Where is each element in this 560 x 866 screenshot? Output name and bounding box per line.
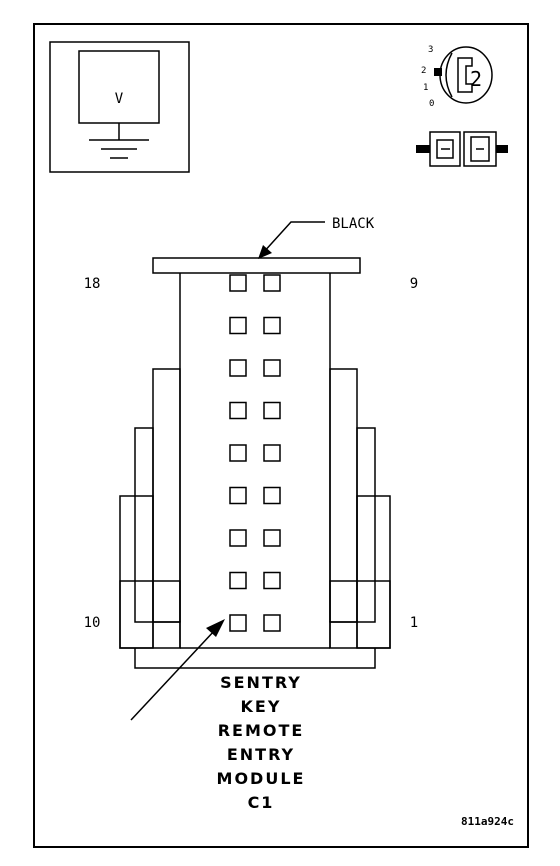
- pin-cavity: [263, 274, 281, 292]
- title-line-1: SENTRY: [220, 673, 302, 692]
- pin-cavity: [229, 316, 247, 335]
- ignition-pos-2: 2: [421, 66, 426, 76]
- ignition-pos-0: 0: [429, 99, 434, 109]
- pin-cavity: [229, 274, 247, 292]
- ignition-pos-3: 3: [428, 45, 433, 55]
- title-line-2: KEY: [241, 697, 282, 716]
- color-leader-arrow: [258, 221, 325, 259]
- pin-cavity: [229, 529, 247, 547]
- ignition-pos-1: 1: [423, 83, 428, 93]
- pin-cavity: [229, 486, 247, 505]
- pin-cavity: [263, 529, 281, 547]
- pin-cavity: [229, 359, 247, 377]
- page-border: [33, 23, 529, 848]
- ignition-switch-icon: [434, 46, 493, 104]
- pin-cavity: [263, 401, 281, 420]
- pin-cavity: [263, 571, 281, 590]
- pin-cavity: [263, 614, 281, 632]
- connector-body: [119, 257, 391, 669]
- pin-cavity: [263, 359, 281, 377]
- pin-cavity: [229, 614, 247, 632]
- pin-label-bottom-left: 10: [84, 615, 101, 631]
- pin-cavity: [229, 571, 247, 590]
- pin-label-top-right: 9: [410, 276, 418, 292]
- title-line-4: ENTRY: [227, 745, 295, 764]
- ignition-knob-number: 2: [470, 67, 482, 91]
- pin-label-bottom-right: 1: [410, 615, 418, 631]
- voltmeter-ground-icon: [49, 41, 190, 173]
- pin-cavity: [229, 401, 247, 420]
- pin-cavity: [263, 486, 281, 505]
- pin-cavity: [229, 444, 247, 462]
- title-line-3: REMOTE: [218, 721, 305, 740]
- connector-color-label: BLACK: [332, 216, 375, 232]
- module-callout-arrow: [130, 619, 225, 721]
- title-line-6: C1: [248, 793, 275, 812]
- pin-grid: [229, 274, 281, 632]
- pin-cavity: [263, 444, 281, 462]
- figure-code: 811a924c: [461, 815, 514, 828]
- title-line-5: MODULE: [217, 769, 306, 788]
- meter-symbol: V: [115, 91, 124, 107]
- connector-icon: [416, 131, 508, 167]
- pin-label-top-left: 18: [84, 276, 101, 292]
- pin-cavity: [263, 316, 281, 335]
